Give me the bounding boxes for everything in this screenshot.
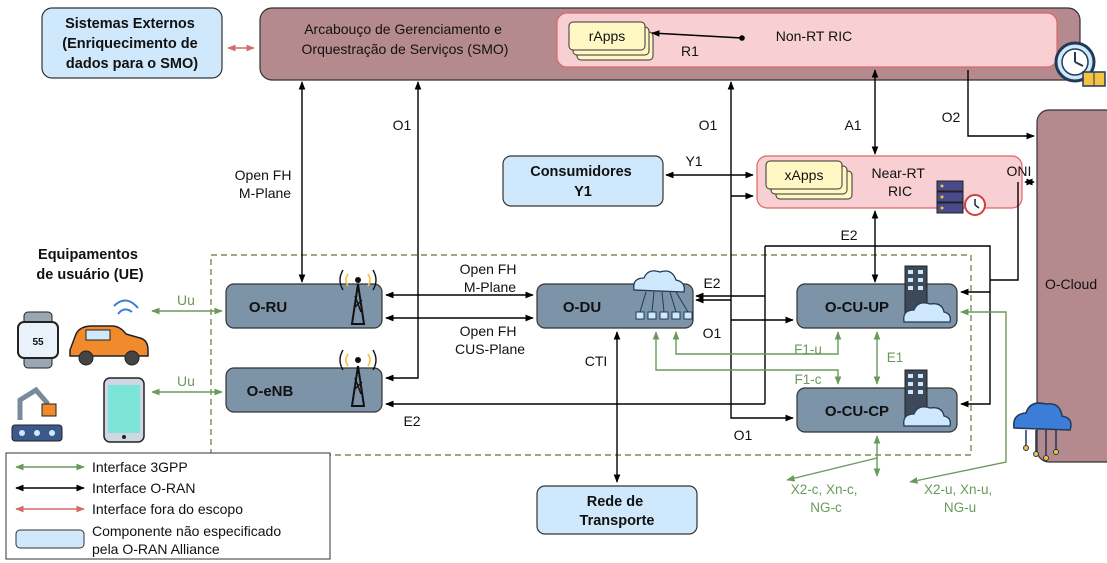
open-fh-m-plane-mid-label: Open FH M-Plane bbox=[460, 261, 521, 295]
external-line-3: dados para o SMO) bbox=[66, 56, 198, 72]
smartwatch-icon: 55 bbox=[17, 311, 59, 369]
consumers-y1-box bbox=[502, 155, 664, 207]
x2c-line-2: NG-c bbox=[810, 500, 842, 515]
smo-line-2: Orquestração de Serviços (SMO) bbox=[302, 41, 509, 57]
cti-label: CTI bbox=[585, 353, 608, 369]
legend-unspec-label: Componente não especificado pela O-RAN A… bbox=[92, 523, 285, 557]
legend-unspec-line-2: pela O-RAN Alliance bbox=[92, 541, 220, 557]
r1-label: R1 bbox=[681, 43, 699, 59]
oni-label: ONI bbox=[1007, 163, 1032, 179]
x2u-label: X2-u, Xn-u, NG-u bbox=[924, 482, 996, 515]
e1-label: E1 bbox=[887, 350, 904, 365]
transport-network-box bbox=[536, 485, 698, 535]
o-cu-up-label: O-CU-UP bbox=[825, 299, 889, 316]
open-fh-m-plane-left-label: Open FH M-Plane bbox=[235, 167, 296, 201]
car-icon bbox=[69, 299, 149, 366]
near-rt-ric-label: Near-RT RIC bbox=[871, 165, 928, 199]
cloud-network-icon bbox=[1013, 402, 1072, 461]
transport-network-label: Rede de Transporte bbox=[580, 494, 655, 529]
x2u-line-2: NG-u bbox=[944, 500, 976, 515]
legend-unspec-line-1: Componente não especificado bbox=[92, 523, 281, 539]
f1c-label: F1-c bbox=[795, 372, 822, 387]
o-cu-cp-label: O-CU-CP bbox=[825, 403, 889, 420]
legend-3gpp-label: Interface 3GPP bbox=[92, 459, 188, 475]
clock-book-icon bbox=[1054, 41, 1106, 87]
transport-line-2: Transporte bbox=[580, 513, 655, 529]
transport-line-1: Rede de bbox=[587, 494, 643, 510]
e2-bottom-label: E2 bbox=[403, 413, 420, 429]
ue-title-line-2: de usuário (UE) bbox=[36, 267, 143, 283]
tower-icon bbox=[339, 269, 377, 325]
openfh-m-left-line-1: Open FH bbox=[235, 167, 292, 183]
external-systems-label: Sistemas Externos (Enriquecimento de dad… bbox=[62, 16, 201, 72]
near-rt-line-1: Near-RT bbox=[871, 165, 925, 181]
ran-dashed-region bbox=[210, 254, 972, 456]
cloud-network-icon bbox=[633, 270, 693, 320]
legend-unspec-swatch bbox=[15, 529, 85, 549]
e2-top-label: E2 bbox=[840, 227, 857, 243]
uu-label-2: Uu bbox=[177, 373, 195, 389]
external-systems-box bbox=[41, 7, 223, 79]
o-ru-box bbox=[225, 283, 383, 329]
openfh-m-mid-line-1: Open FH bbox=[460, 261, 517, 277]
o1-center-label: O1 bbox=[699, 117, 718, 133]
o-enb-box bbox=[225, 367, 383, 413]
non-rt-ric-box bbox=[556, 12, 1058, 68]
a1-label: A1 bbox=[844, 117, 861, 133]
robot-arm-icon bbox=[11, 386, 63, 442]
ue-title-line-1: Equipamentos bbox=[38, 247, 138, 263]
x2c-line-1: X2-c, Xn-c, bbox=[791, 482, 858, 497]
consumers-line-2: Y1 bbox=[574, 184, 592, 200]
o-cloud-label: O-Cloud bbox=[1045, 276, 1097, 292]
o-cloud-box bbox=[1036, 109, 1107, 463]
openfh-m-left-line-2: M-Plane bbox=[239, 185, 291, 201]
o2-label: O2 bbox=[942, 109, 961, 125]
openfh-m-mid-line-2: M-Plane bbox=[464, 279, 516, 295]
rapps-label: rApps bbox=[589, 28, 626, 44]
legend-out-label: Interface fora do escopo bbox=[92, 501, 243, 517]
server-timer-icon bbox=[936, 180, 986, 216]
o1-odu-label: O1 bbox=[703, 325, 722, 341]
smartphone-icon bbox=[103, 377, 145, 443]
legend: Interface 3GPP Interface O-RAN Interface… bbox=[5, 452, 331, 560]
openfh-cus-line-2: CUS-Plane bbox=[455, 341, 525, 357]
smo-line-1: Arcabouço de Gerenciamento e bbox=[304, 21, 502, 37]
y1-label: Y1 bbox=[685, 153, 702, 169]
gpp-connectors bbox=[151, 307, 1007, 484]
o-enb-label: O-eNB bbox=[247, 383, 294, 400]
oran-connectors bbox=[227, 30, 1035, 483]
near-rt-line-2: RIC bbox=[888, 183, 912, 199]
e2-odu-label: E2 bbox=[703, 275, 720, 291]
uu-label-1: Uu bbox=[177, 292, 195, 308]
o1-left-label: O1 bbox=[393, 117, 412, 133]
legend-oran-label: Interface O-RAN bbox=[92, 480, 195, 496]
x2u-line-1: X2-u, Xn-u, bbox=[924, 482, 992, 497]
open-fh-cus-plane-label: Open FH CUS-Plane bbox=[455, 323, 525, 357]
o-ru-label: O-RU bbox=[249, 299, 287, 316]
openfh-cus-line-1: Open FH bbox=[460, 323, 517, 339]
consumers-line-1: Consumidores bbox=[530, 164, 632, 180]
non-rt-ric-label: Non-RT RIC bbox=[776, 28, 853, 44]
xapps-label: xApps bbox=[785, 167, 824, 183]
x2c-label: X2-c, Xn-c, NG-c bbox=[791, 482, 862, 515]
f1u-label: F1-u bbox=[794, 342, 822, 357]
o-du-label: O-DU bbox=[563, 299, 601, 316]
ue-title: Equipamentos de usuário (UE) bbox=[36, 247, 143, 283]
external-line-1: Sistemas Externos bbox=[65, 16, 195, 32]
o1-bottom-label: O1 bbox=[734, 427, 753, 443]
external-line-2: (Enriquecimento de bbox=[62, 36, 197, 52]
svg-text:55: 55 bbox=[32, 337, 44, 348]
tower-icon bbox=[339, 349, 377, 407]
smo-label: Arcabouço de Gerenciamento e Orquestraçã… bbox=[302, 21, 509, 57]
rapps-box bbox=[568, 21, 646, 51]
consumers-y1-label: Consumidores Y1 bbox=[530, 164, 636, 200]
